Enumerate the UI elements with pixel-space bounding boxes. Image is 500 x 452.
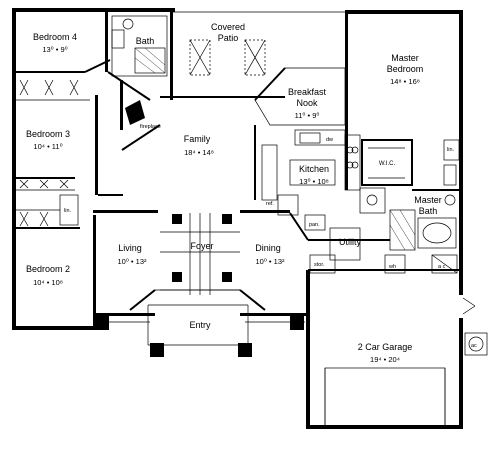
family-walls bbox=[98, 125, 256, 200]
ac-outside-unit bbox=[462, 297, 488, 356]
ac-unit-label: a c bbox=[438, 264, 446, 270]
bedroom4-label: Bedroom 4 bbox=[33, 32, 77, 42]
master-bedroom-label-2: Bedroom bbox=[387, 64, 424, 74]
foyer-label: Foyer bbox=[190, 241, 213, 251]
garage-label: 2 Car Garage bbox=[358, 342, 413, 352]
breakfast-nook-label-2: Nook bbox=[296, 98, 318, 108]
water-heater-label: wh bbox=[388, 264, 396, 270]
master-bath-label-2: Bath bbox=[419, 206, 438, 216]
breakfast-nook-dim: 11⁰ • 9⁰ bbox=[295, 111, 320, 120]
master-bedroom-label-1: Master bbox=[391, 53, 419, 63]
left-wing-walls bbox=[13, 9, 123, 330]
covered-patio-label-1: Covered bbox=[211, 22, 245, 32]
family-label: Family bbox=[184, 134, 211, 144]
family-dim: 18⁴ • 14⁸ bbox=[184, 148, 214, 157]
pantry-label: pan. bbox=[309, 222, 320, 228]
kitchen-area bbox=[254, 67, 361, 216]
bath-label: Bath bbox=[136, 36, 155, 46]
garage-door bbox=[324, 367, 446, 427]
entry-label: Entry bbox=[189, 320, 211, 330]
room-labels: Bedroom 4 13⁰ • 9⁰ Bath Covered Patio Ma… bbox=[26, 22, 442, 364]
patio-area bbox=[160, 11, 345, 98]
master-bath-label-1: Master bbox=[414, 195, 442, 205]
breakfast-nook-label-1: Breakfast bbox=[288, 87, 327, 97]
master-wing-walls bbox=[345, 65, 460, 251]
garage-dim: 19⁴ • 20⁴ bbox=[370, 355, 400, 364]
bedroom4-dim: 13⁰ • 9⁰ bbox=[42, 45, 67, 54]
utility-label: Utility bbox=[339, 237, 361, 247]
bedroom2-label: Bedroom 2 bbox=[26, 264, 70, 274]
living-label: Living bbox=[118, 243, 142, 253]
front-rooms-walls bbox=[93, 210, 459, 357]
dw-label: dw bbox=[326, 137, 333, 143]
covered-patio-label-2: Patio bbox=[218, 33, 239, 43]
kitchen-label: Kitchen bbox=[299, 164, 329, 174]
kitchen-dim: 13⁰ • 10⁸ bbox=[299, 177, 329, 186]
bedroom2-dim: 10⁴ • 10⁸ bbox=[33, 278, 63, 287]
living-dim: 10⁰ • 13² bbox=[118, 257, 147, 266]
linen-left-label: lin. bbox=[64, 208, 72, 214]
refrigerator-label: ref. bbox=[266, 201, 274, 207]
dining-label: Dining bbox=[255, 243, 281, 253]
fireplace bbox=[121, 100, 161, 151]
bath-fixtures bbox=[107, 15, 168, 101]
storage-label: stor. bbox=[314, 262, 325, 268]
fireplace-label: fireplace bbox=[140, 124, 161, 130]
dining-dim: 10⁰ • 13² bbox=[256, 257, 285, 266]
wic-label: W.I.C. bbox=[379, 161, 396, 167]
bedroom3-label: Bedroom 3 bbox=[26, 129, 70, 139]
master-bedroom-dim: 14⁸ • 16⁸ bbox=[390, 77, 420, 86]
fixture-labels: fireplace lin. lin. dw ref. pan. stor. w… bbox=[64, 124, 477, 349]
ac-outside-label: ac bbox=[471, 343, 477, 349]
linen-right-label: lin. bbox=[447, 147, 455, 153]
bedroom3-dim: 10⁴ • 11⁰ bbox=[33, 142, 62, 151]
